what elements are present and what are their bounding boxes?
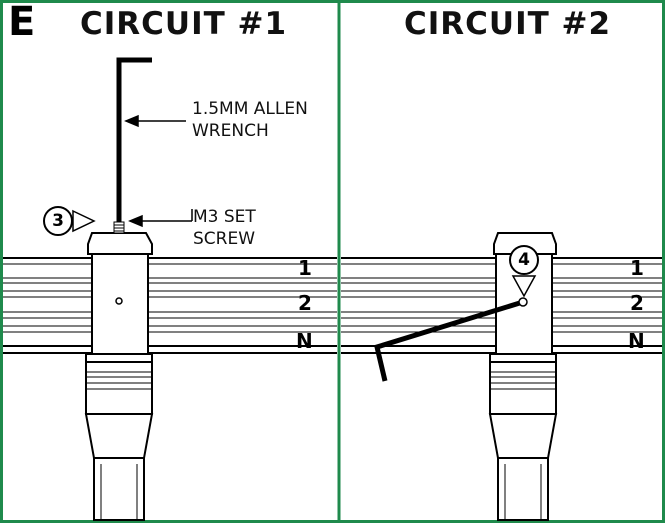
- step-number-3: 3: [43, 206, 73, 236]
- callout-set-screw-line-2: SCREW: [193, 229, 256, 249]
- set-screw: [113, 221, 125, 234]
- rail-label-n-right: N: [628, 329, 645, 353]
- panel-title-circuit-1: CIRCUIT #1: [80, 6, 288, 42]
- track-adapter-left: [84, 232, 154, 521]
- callout-allen-wrench: 1.5MM ALLEN WRENCH: [192, 98, 308, 142]
- step-number-4: 4: [509, 245, 539, 275]
- step-4-pointer-icon: [511, 275, 537, 298]
- callout-allen-wrench-line-1: 1.5MM ALLEN: [192, 99, 308, 119]
- track-rail-left: [3, 257, 337, 354]
- callout-allen-wrench-line-2: WRENCH: [192, 121, 269, 141]
- rail-label-1-right: 1: [630, 256, 644, 280]
- track-adapter-right: [488, 232, 558, 521]
- rail-label-2-right: 2: [630, 291, 644, 315]
- rail-label-2-left: 2: [298, 291, 312, 315]
- rail-label-n-left: N: [296, 329, 313, 353]
- callout-set-screw: M3 SET SCREW: [193, 206, 256, 250]
- callout-set-screw-line-1: M3 SET: [193, 207, 256, 227]
- step-letter: E: [8, 0, 36, 45]
- step-3-pointer-icon: [72, 209, 96, 233]
- allen-wrench-icon: [116, 57, 152, 222]
- rail-label-1-left: 1: [298, 256, 312, 280]
- callout-arrows-left: [124, 114, 193, 228]
- side-screw-icon: [518, 297, 528, 307]
- allen-wrench-side-icon: [374, 299, 524, 382]
- panel-title-circuit-2: CIRCUIT #2: [404, 6, 612, 42]
